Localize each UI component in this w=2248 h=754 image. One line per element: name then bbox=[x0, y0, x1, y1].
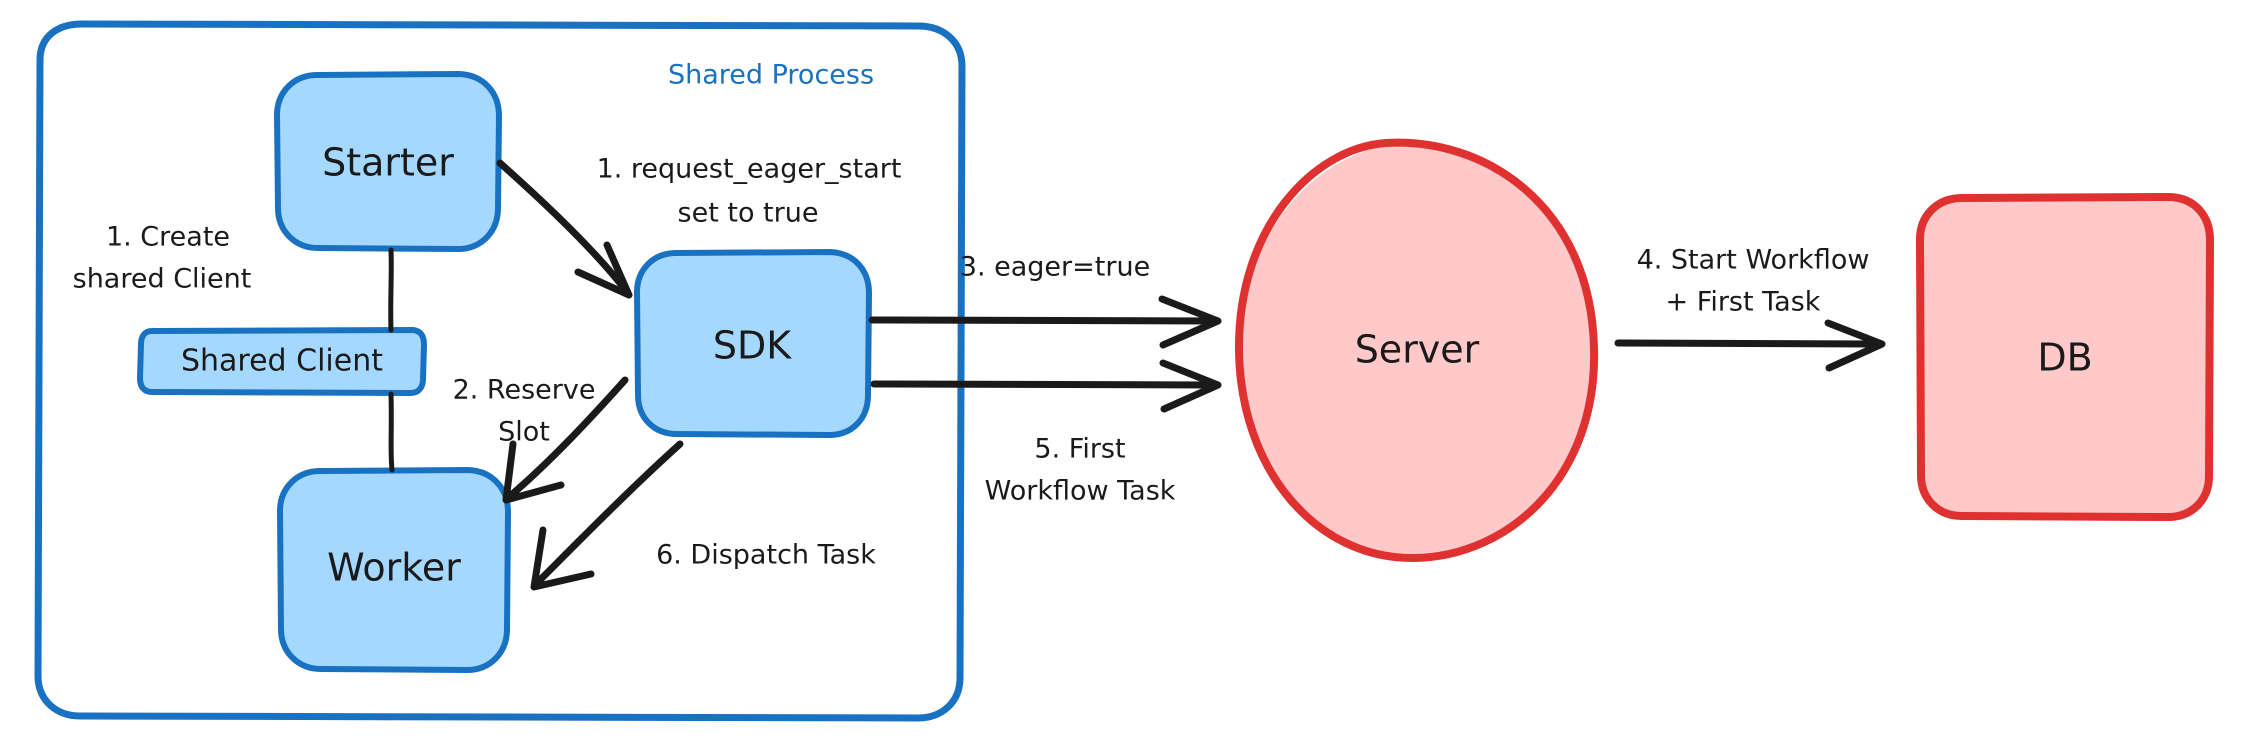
edge-line-start-workflow bbox=[1614, 339, 1879, 348]
edge-label-create-1: 1. Create bbox=[106, 222, 230, 253]
edge-label-reserve-1: 2. Reserve bbox=[453, 375, 596, 406]
edge-label-dispatch: 6. Dispatch Task bbox=[656, 540, 876, 571]
edge-label-first-task-1: 5. First bbox=[1034, 434, 1125, 465]
edge-arrowhead-first-task bbox=[1159, 359, 1222, 413]
node-sdk[interactable]: SDK bbox=[633, 248, 873, 439]
edge-sdk-worker-reserve[interactable]: 2. Reserve Slot bbox=[453, 375, 629, 504]
edge-server-db[interactable]: 4. Start Workflow + First Task bbox=[1614, 245, 1886, 372]
edge-label-first-task-2: Workflow Task bbox=[985, 476, 1176, 507]
starter-label: Starter bbox=[322, 141, 454, 185]
edge-label-eager-true: 3. eager=true bbox=[960, 252, 1150, 283]
edge-arrowhead-reserve-slot bbox=[502, 440, 565, 504]
db-label: DB bbox=[2037, 336, 2092, 380]
node-starter[interactable]: Starter bbox=[273, 70, 503, 253]
db-shape-outline bbox=[1915, 192, 2215, 522]
node-server[interactable]: Server bbox=[1234, 138, 1599, 563]
node-worker[interactable]: Worker bbox=[276, 466, 512, 674]
node-db[interactable]: DB bbox=[1915, 192, 2215, 522]
shared-client-shape-fill bbox=[140, 330, 424, 393]
edge-sdk-server-eager[interactable]: 3. eager=true bbox=[868, 252, 1222, 349]
edge-starter-shared-client[interactable]: 1. Create shared Client bbox=[73, 222, 395, 473]
edge-line-starter-sdk bbox=[496, 159, 631, 296]
sdk-shape-outline bbox=[633, 248, 873, 439]
edge-line-client-worker bbox=[388, 391, 395, 473]
edge-label-eager-start-2: set to true bbox=[678, 198, 819, 229]
shared-client-label: Shared Client bbox=[181, 344, 383, 379]
sdk-shape-fill bbox=[637, 252, 869, 435]
edge-label-reserve-2: Slot bbox=[498, 417, 550, 448]
shared-client-shape-outline bbox=[136, 326, 428, 397]
shared-process-title: Shared Process bbox=[668, 60, 874, 91]
server-label: Server bbox=[1355, 328, 1480, 372]
starter-shape-fill bbox=[277, 74, 499, 249]
edge-arrowhead-dispatch-task bbox=[530, 526, 595, 591]
starter-shape-outline bbox=[273, 70, 503, 253]
edge-line-reserve-slot bbox=[506, 376, 629, 500]
worker-label: Worker bbox=[327, 546, 461, 590]
edge-label-eager-start-1: 1. request_eager_start bbox=[597, 154, 902, 185]
edge-server-sdk-first-task[interactable]: 5. First Workflow Task bbox=[870, 359, 1222, 507]
shared-process-border bbox=[34, 20, 966, 722]
edge-label-start-workflow-2: + First Task bbox=[1666, 287, 1821, 318]
server-shape-outline bbox=[1234, 138, 1599, 563]
server-shape-fill bbox=[1239, 142, 1595, 558]
shared-process-container[interactable]: Shared Process bbox=[34, 20, 966, 722]
edge-arrowhead-starter-sdk bbox=[574, 241, 633, 299]
node-shared-client[interactable]: Shared Client bbox=[136, 326, 428, 397]
edge-label-start-workflow-1: 4. Start Workflow bbox=[1637, 245, 1870, 276]
db-shape-fill bbox=[1920, 197, 2210, 517]
edge-line-first-task bbox=[870, 380, 1216, 389]
worker-shape-outline bbox=[276, 466, 512, 674]
edge-arrowhead-eager-true bbox=[1158, 295, 1222, 349]
edge-label-create-2: shared Client bbox=[73, 264, 252, 295]
edge-sdk-worker-dispatch[interactable]: 6. Dispatch Task bbox=[530, 440, 876, 591]
sdk-label: SDK bbox=[713, 324, 792, 368]
edge-line-eager-true bbox=[868, 316, 1216, 325]
edge-arrowhead-start-workflow bbox=[1824, 319, 1886, 372]
edge-starter-sdk[interactable]: 1. request_eager_start set to true bbox=[496, 154, 902, 299]
worker-shape-fill bbox=[280, 470, 508, 670]
edge-line-dispatch-task bbox=[534, 440, 684, 586]
edge-line-starter-client bbox=[388, 247, 394, 333]
